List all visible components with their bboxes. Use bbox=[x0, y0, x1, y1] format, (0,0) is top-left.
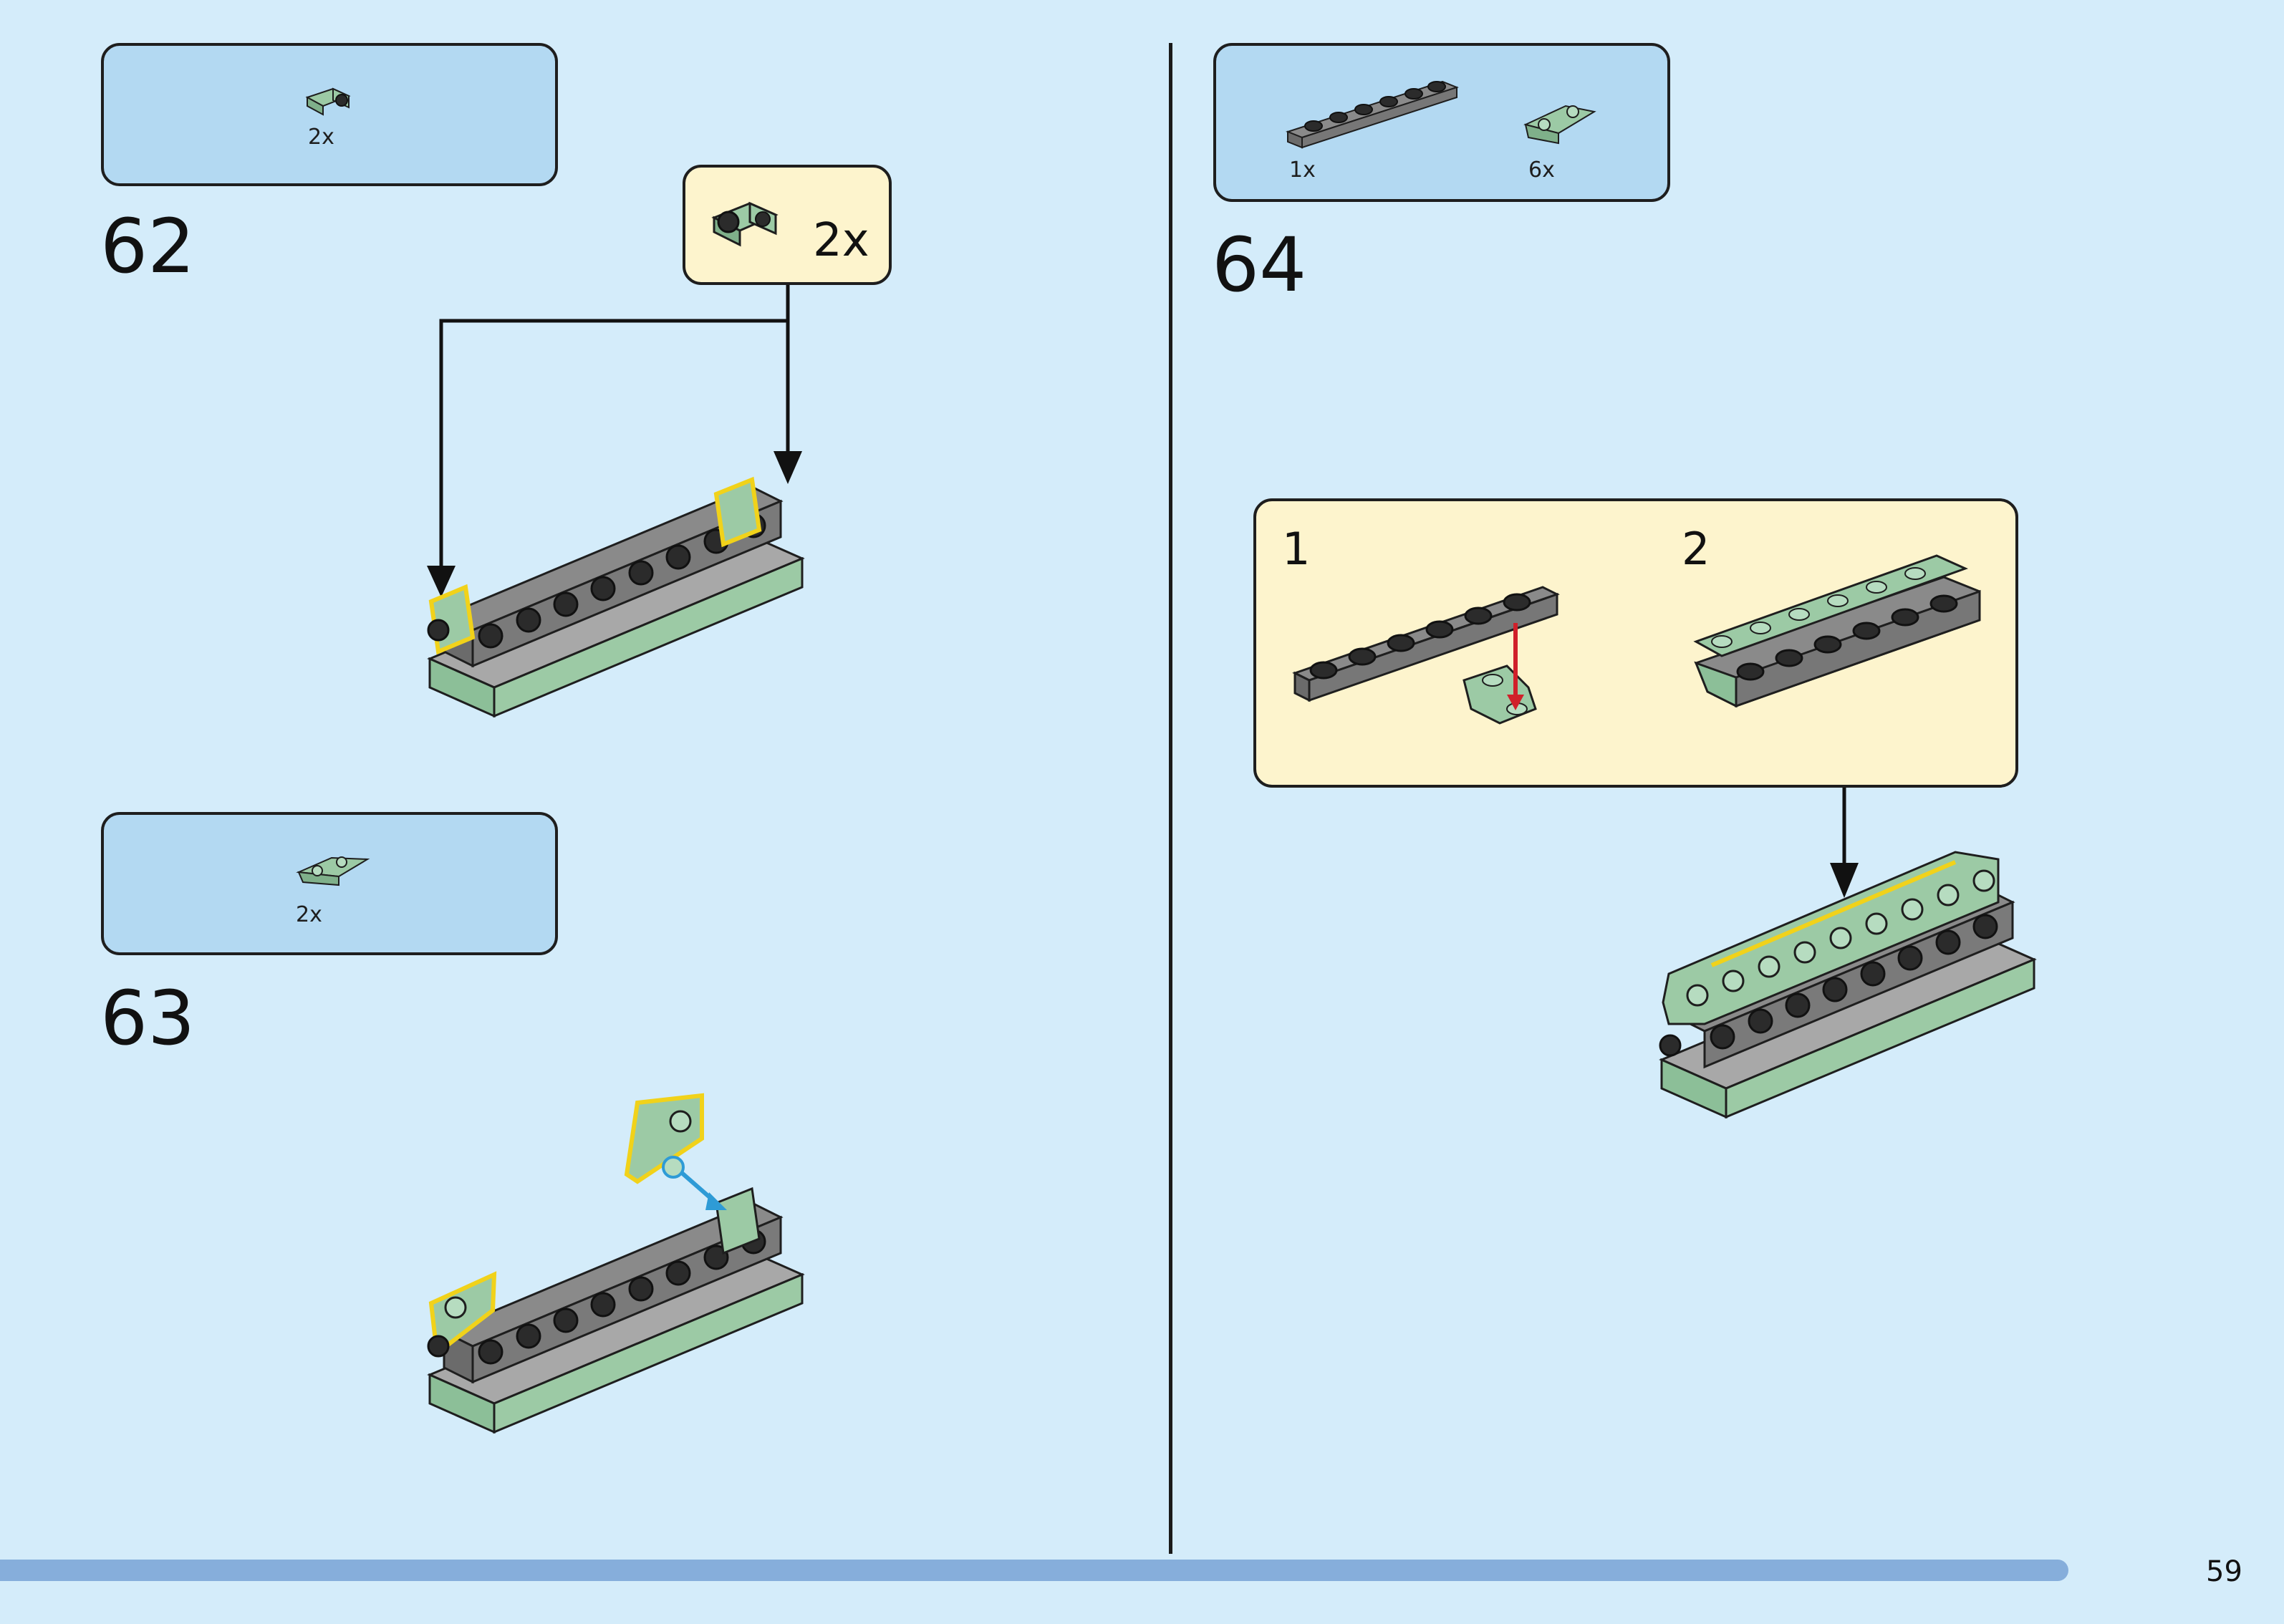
substep-number: 1 bbox=[1282, 523, 1311, 575]
jumper-bracket-icon bbox=[711, 201, 779, 247]
progress-bar bbox=[0, 1560, 2177, 1581]
parts-box-step-62: 2x bbox=[101, 43, 558, 186]
page-divider bbox=[1169, 43, 1172, 1554]
model-step-64 bbox=[1659, 851, 2037, 1119]
progress-bar-fill bbox=[0, 1560, 2068, 1581]
inverted-slope-icon bbox=[1523, 105, 1596, 145]
step-number-64: 64 bbox=[1212, 221, 1307, 309]
part-qty: 2x bbox=[308, 125, 334, 150]
jumper-bracket-icon bbox=[305, 87, 351, 116]
substep-1-assembly bbox=[1292, 586, 1560, 725]
page-number: 59 bbox=[2206, 1555, 2242, 1588]
parts-box-step-63: 2x bbox=[101, 812, 558, 955]
part-qty: 6x bbox=[1528, 158, 1555, 183]
parts-box-step-64: 1x 6x bbox=[1213, 43, 1670, 202]
callout-step-62: 2x bbox=[683, 165, 892, 285]
substep-number: 2 bbox=[1682, 523, 1710, 575]
callout-qty: 2x bbox=[813, 214, 869, 267]
part-qty: 1x bbox=[1289, 158, 1316, 183]
model-step-62 bbox=[427, 476, 805, 718]
inverted-slope-icon bbox=[296, 856, 370, 886]
plate-1x6-icon bbox=[1286, 80, 1459, 149]
step-number-63: 63 bbox=[100, 975, 196, 1062]
model-step-63 bbox=[427, 1093, 805, 1434]
step-number-62: 62 bbox=[100, 203, 196, 290]
callout-step-64: 1 2 bbox=[1253, 498, 2018, 788]
part-qty: 2x bbox=[296, 902, 322, 927]
substep-2-assembly bbox=[1693, 554, 1981, 708]
